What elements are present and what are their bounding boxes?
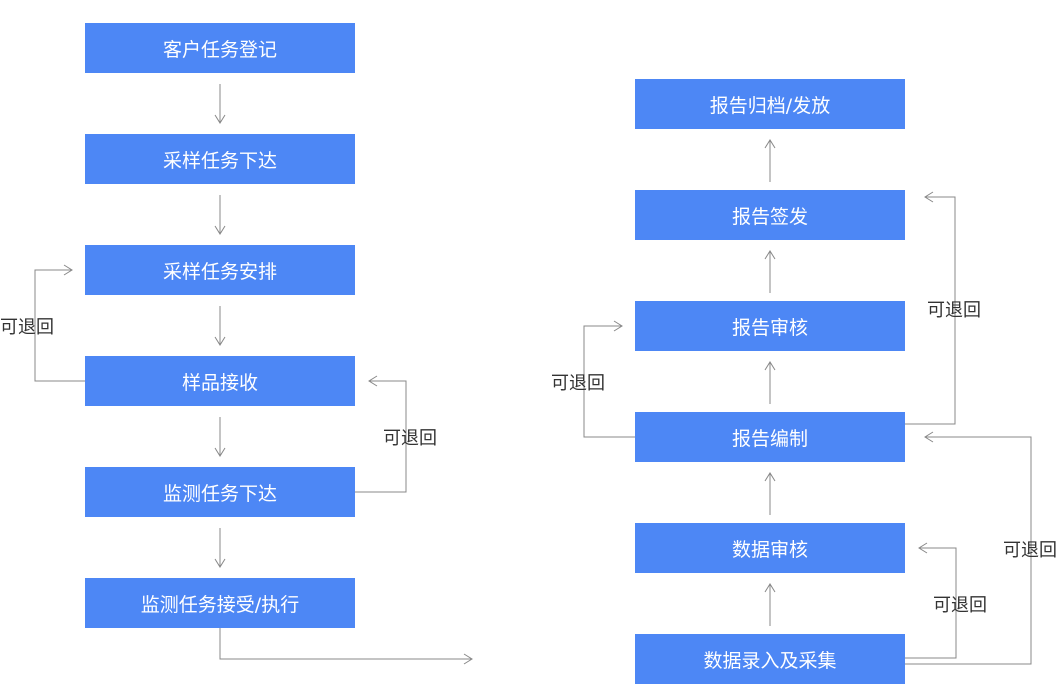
- return-label-right-3: 可退回: [1003, 540, 1057, 561]
- return-label-right-1: 可退回: [551, 373, 605, 394]
- step-monitor-dispatch: 监测任务下达: [85, 467, 355, 517]
- return-loop-report-audit: [583, 320, 635, 438]
- step-monitor-execute: 监测任务接受/执行: [85, 578, 355, 628]
- return-label-left-1: 可退回: [0, 317, 54, 338]
- step-report-audit: 报告审核: [635, 301, 905, 351]
- return-label-left-2: 可退回: [383, 428, 437, 449]
- step-data-entry: 数据录入及采集: [635, 634, 905, 684]
- step-data-audit: 数据审核: [635, 523, 905, 573]
- step-report-sign: 报告签发: [635, 190, 905, 240]
- step-report-compile: 报告编制: [635, 412, 905, 462]
- return-loop-report-compile: [905, 431, 1032, 665]
- step-sampling-dispatch: 采样任务下达: [85, 134, 355, 184]
- step-customer-registration: 客户任务登记: [85, 23, 355, 73]
- return-loop-report-sign: [905, 191, 956, 425]
- return-loop-sample-receive: [34, 264, 85, 382]
- step-sampling-arrange: 采样任务安排: [85, 245, 355, 295]
- step-report-archive: 报告归档/发放: [635, 79, 905, 129]
- return-label-right-2: 可退回: [927, 300, 981, 321]
- cross-flow-arrow: [219, 628, 473, 665]
- return-loop-data-audit: [905, 542, 957, 659]
- return-loop-monitor-task: [355, 375, 407, 493]
- step-sample-receive: 样品接收: [85, 356, 355, 406]
- return-label-right-4: 可退回: [933, 595, 987, 616]
